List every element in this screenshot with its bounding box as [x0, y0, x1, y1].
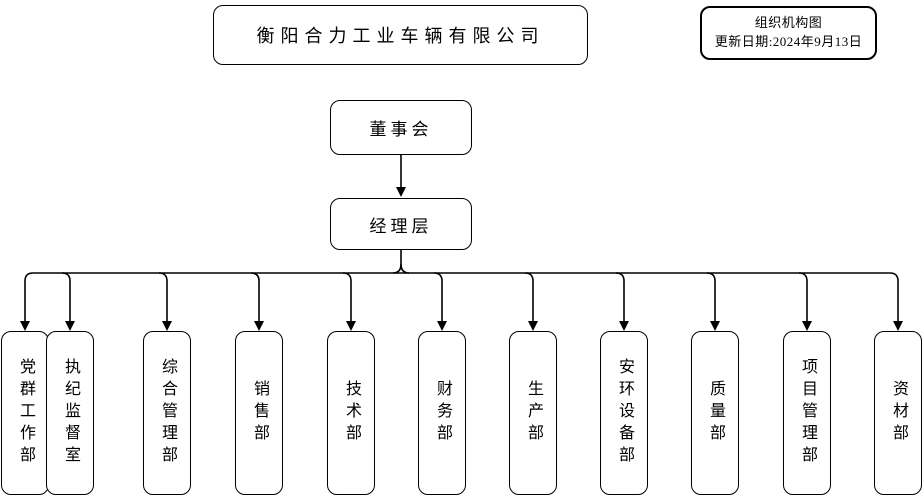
dept-box-project-management: 项目管理部	[783, 331, 831, 495]
arrowhead-down	[396, 187, 406, 197]
drop-line	[615, 272, 625, 321]
drop-line	[706, 272, 716, 321]
node-board-of-directors: 董事会	[330, 100, 472, 155]
trunk-bus-fillet	[392, 263, 410, 274]
dept-label: 综合管理部	[159, 358, 176, 468]
arrowhead-down	[893, 321, 903, 331]
arrowhead-down	[346, 321, 356, 331]
dept-box-general-management: 综合管理部	[143, 331, 191, 495]
node-board-label: 董事会	[369, 120, 433, 139]
node-management-layer: 经理层	[330, 198, 472, 250]
arrowhead-down	[528, 321, 538, 331]
dept-box-technology: 技术部	[327, 331, 375, 495]
drop-line	[433, 272, 443, 321]
dept-label: 党群工作部	[17, 358, 34, 468]
dept-label: 生产部	[525, 380, 542, 446]
dept-box-materials: 资材部	[874, 331, 922, 495]
dept-label: 质量部	[707, 380, 724, 446]
arrowhead-down	[254, 321, 264, 331]
chart-info-title: 组织机构图	[754, 15, 823, 31]
arrowhead-down	[162, 321, 172, 331]
drop-line	[158, 272, 168, 321]
dept-label: 安环设备部	[616, 358, 633, 468]
drop-line	[61, 272, 71, 321]
chart-info-updated: 更新日期:2024年9月13日	[714, 34, 863, 49]
company-title-box: 衡阳合力工业车辆有限公司	[213, 5, 588, 65]
dept-box-safety-equipment: 安环设备部	[600, 331, 648, 495]
company-title: 衡阳合力工业车辆有限公司	[256, 26, 545, 46]
node-management-label: 经理层	[369, 216, 433, 236]
drop-line	[524, 272, 534, 321]
dept-box-party-work: 党群工作部	[1, 331, 49, 495]
department-bus-line	[24, 272, 899, 282]
dept-box-discipline-supervision: 执纪监督室	[46, 331, 94, 495]
dept-label: 财务部	[434, 380, 451, 446]
chart-info-box: 组织机构图 更新日期:2024年9月13日	[700, 6, 877, 60]
dept-label: 执纪监督室	[62, 358, 79, 468]
dept-box-quality: 质量部	[691, 331, 739, 495]
drop-line	[342, 272, 352, 321]
dept-label: 项目管理部	[799, 358, 816, 468]
arrowhead-down	[20, 321, 30, 331]
arrowhead-down	[710, 321, 720, 331]
dept-label: 资材部	[890, 380, 907, 446]
dept-label: 销售部	[251, 380, 268, 446]
arrowhead-down	[65, 321, 75, 331]
drop-line	[798, 272, 808, 321]
arrowhead-down	[802, 321, 812, 331]
arrowhead-down	[437, 321, 447, 331]
dept-box-production: 生产部	[509, 331, 557, 495]
dept-label: 技术部	[343, 380, 360, 446]
arrowhead-down	[619, 321, 629, 331]
dept-box-finance: 财务部	[418, 331, 466, 495]
dept-box-sales: 销售部	[235, 331, 283, 495]
drop-line	[250, 272, 260, 321]
